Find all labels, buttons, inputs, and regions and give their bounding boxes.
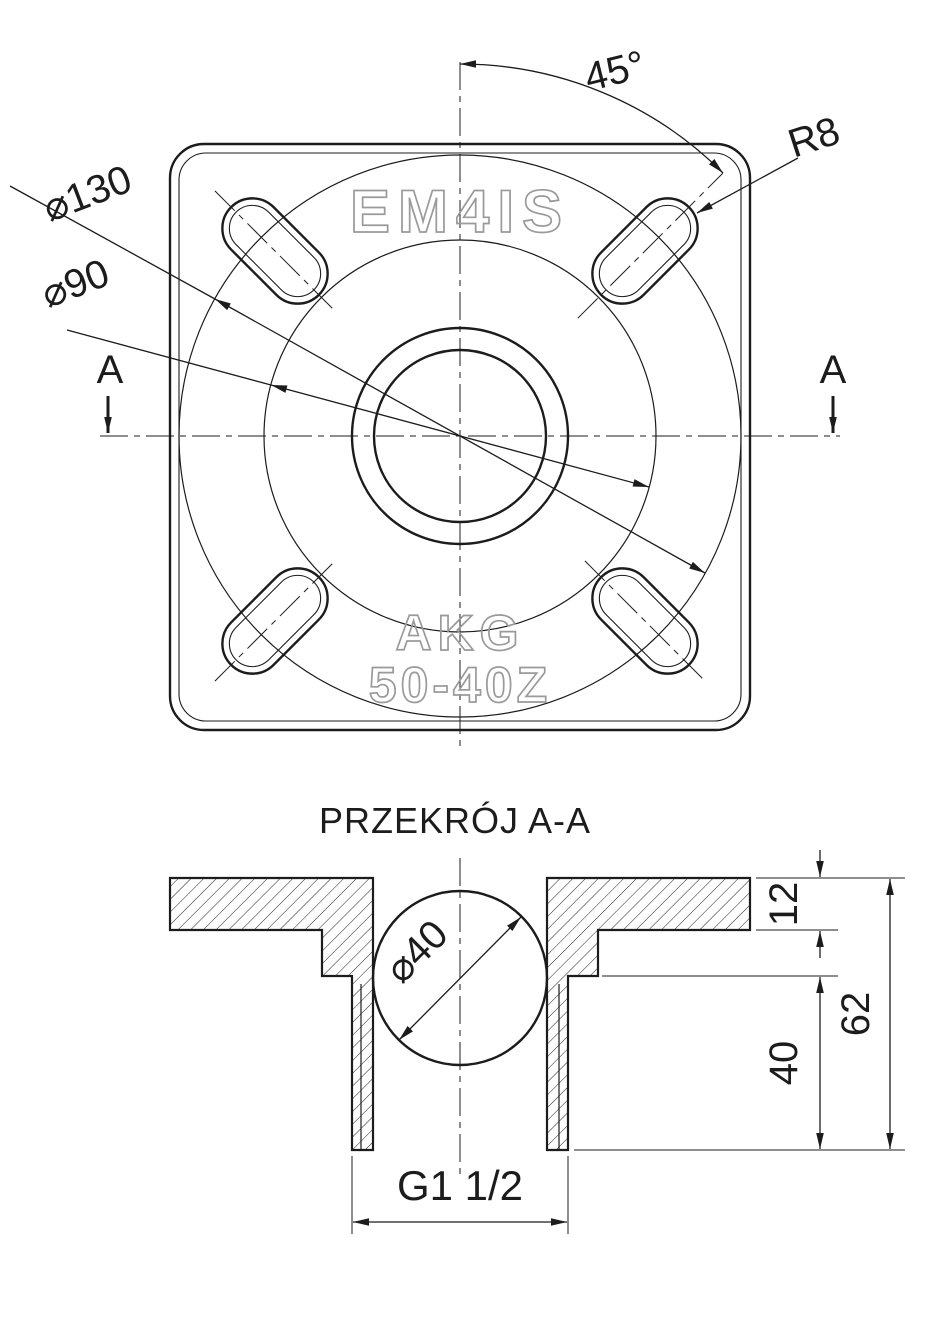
- brand-engraving: EM4IS: [350, 178, 570, 245]
- slot-radius-label: R8: [783, 109, 845, 167]
- section-view: PRZEKRÓJ A-A ⌀40 12 62 40 G1 1/2: [168, 800, 905, 1234]
- slot-top-left: [214, 190, 336, 312]
- slot-top-right-outline: [591, 197, 699, 305]
- angle-dimension-arc: [459, 60, 724, 174]
- slot-bottom-left: [214, 560, 336, 682]
- ball-circle: [371, 889, 549, 1067]
- section-mark-left-label: A: [97, 348, 124, 392]
- slot-radius-leader: [696, 157, 799, 214]
- hub-length-label: 40: [762, 1041, 806, 1086]
- total-height-label: 62: [834, 992, 878, 1037]
- flange-thickness-label: 12: [762, 882, 806, 927]
- section-mark-right-label: A: [820, 348, 847, 392]
- ball-dim-label: ⌀40: [377, 912, 457, 992]
- slot-bottom-left-inner: [228, 574, 322, 668]
- slot-bottom-right-inner: [598, 574, 692, 668]
- outer-circle-dim-label: ⌀130: [37, 157, 138, 231]
- slot-bottom-left-outline: [221, 567, 329, 675]
- slot-top-right-centerline: [577, 172, 724, 319]
- outer-circle-dim-extension: [9, 185, 216, 300]
- boss-circle-dim-extension: [66, 329, 272, 386]
- angle-dimension-label: 45°: [580, 43, 649, 100]
- section-title: PRZEKRÓJ A-A: [319, 800, 591, 841]
- thread-label: G1 1/2: [397, 1162, 523, 1209]
- slot-bottom-right: [584, 560, 706, 682]
- section-material-right: [545, 876, 752, 1152]
- slot-bottom-left-centerline: [214, 560, 336, 682]
- model-engraving: 50-40Z: [369, 657, 551, 713]
- ball-dim-line: [398, 916, 522, 1041]
- top-view: EM4IS AKG 50-40Z 45° R8 ⌀130 ⌀90 A A: [9, 43, 847, 748]
- section-material-left: [168, 876, 375, 1152]
- maker-engraving: AKG: [395, 605, 524, 661]
- slot-top-right: [577, 172, 724, 319]
- boss-circle-dim-label: ⌀90: [35, 251, 115, 317]
- boss-circle-dim-line: [270, 384, 650, 488]
